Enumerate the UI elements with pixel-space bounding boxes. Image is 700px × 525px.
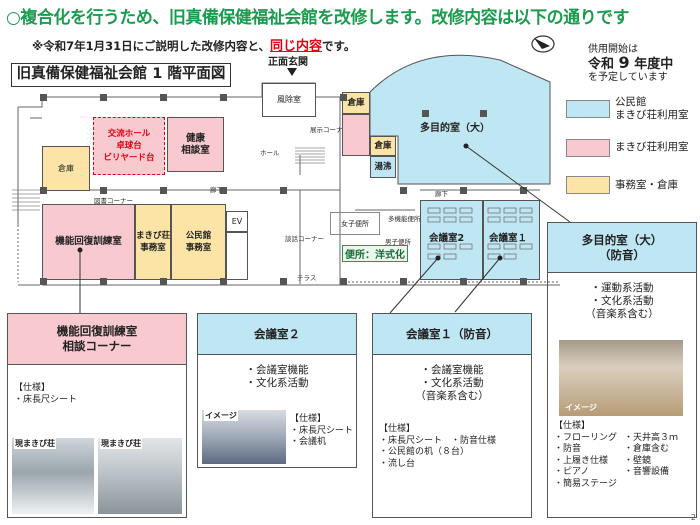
card-meeting1-title: 会議室１（防音）: [373, 314, 531, 355]
pillar: [520, 187, 527, 194]
compass-icon: [531, 35, 555, 53]
card-meeting1-spec: 【仕様】 ・床長尺シート ・防音仕様 ・公民館の机（８台） ・流し台: [379, 424, 497, 469]
card-meeting2-title: 会議室２: [198, 314, 356, 355]
start-info: 供用開始は 令和 9 年度中 を予定しています: [588, 44, 674, 83]
entrance-arrow-icon: [287, 68, 297, 76]
room-talk-corner: 談話コーナー: [285, 235, 324, 243]
room-makibi-office: まきび荘 事務室: [135, 204, 171, 280]
pillar: [40, 187, 47, 194]
room-stair-core: [226, 232, 248, 280]
pillar: [280, 187, 287, 194]
room-exchange-hall: 交流ホール 卓球台 ビリヤード台: [93, 117, 165, 175]
room-hall: ホール: [260, 149, 280, 157]
pillar: [220, 278, 227, 285]
card-multi-hall-title: 多目的室（大） （防音）: [548, 223, 696, 273]
photo-multi-hall-image: イメージ: [559, 340, 683, 416]
corridor-label-left: 廊下: [210, 186, 223, 194]
multi-hall-shape: [370, 54, 551, 185]
room-kettle: 湯沸: [370, 156, 396, 178]
pillar: [460, 187, 467, 194]
pillar: [400, 278, 407, 285]
pillar: [100, 94, 107, 101]
card-training-spec: 【仕様】 ・床長尺シート: [14, 383, 78, 405]
pillar: [100, 278, 107, 285]
same-content-highlight: 同じ内容: [270, 39, 323, 54]
card-meeting1-body: ・会議室機能 ・文化系活動 （音楽系含む）: [415, 364, 489, 402]
pillar: [400, 187, 407, 194]
pillar: [520, 278, 527, 285]
room-library-corner: 図書コーナー: [94, 197, 133, 205]
card-meeting2-body: ・会議室機能 ・文化系活動: [245, 364, 309, 389]
room-wind-break: 風除室: [262, 83, 316, 117]
room-terrace: テラス: [297, 274, 317, 282]
card-training-room: 機能回復訓練室 相談コーナー 【仕様】 ・床長尺シート 現まきび荘 現まきび荘: [7, 313, 187, 518]
floor-plan-title: 旧真備保健福祉会館 1 階平面図: [11, 63, 231, 87]
legend-label-office: 事務室・倉庫: [615, 179, 678, 191]
toilet-western-style-note: 便所：洋式化: [342, 245, 408, 262]
room-training: 機能回復訓練室: [42, 204, 135, 280]
room-exhibit-corner: 展示コーナー: [310, 126, 349, 134]
card-multi-hall-spec-left: 【仕様】 ・フローリング ・防音 ・上履き仕様 ・ピアノ ・簡易ステージ: [554, 421, 618, 489]
room-kominkan-office: 公民館 事務室: [171, 204, 226, 280]
page-number: 2: [690, 513, 696, 522]
room-storage-b: 倉庫: [370, 136, 396, 156]
desk-layout: [427, 207, 533, 260]
photo-current-makibi-1: 現まきび荘: [12, 438, 94, 514]
card-multi-hall-body: ・運動系活動 ・文化系活動 （音楽系含む）: [585, 282, 659, 320]
legend-swatch-community: [566, 100, 610, 118]
page-subtitle: ※令和7年1月31日にご説明した改修内容と、同じ内容です。: [32, 39, 356, 54]
pillar: [220, 187, 227, 194]
room-multi-hall: 多目的室（大）: [420, 123, 490, 134]
card-meeting-room-1: 会議室１（防音） ・会議室機能 ・文化系活動 （音楽系含む） 【仕様】 ・床長尺…: [372, 313, 532, 518]
pillar: [40, 94, 47, 101]
room-multi-wc: 多機能便所: [388, 215, 421, 223]
legend-swatch-makibi: [566, 139, 610, 157]
pillar: [422, 110, 429, 117]
pillar: [220, 94, 227, 101]
pillar: [460, 278, 467, 285]
corridor-label-right: 廊下: [435, 190, 448, 198]
page-title: ○複合化を行うため、旧真備保健福祉会館を改修します。改修内容は以下の通りです: [6, 8, 630, 28]
room-men-wc: 男子便所: [385, 238, 411, 246]
pillar: [160, 278, 167, 285]
pillar: [280, 278, 287, 285]
card-multi-purpose-hall: 多目的室（大） （防音） ・運動系活動 ・文化系活動 （音楽系含む） イメージ …: [547, 222, 697, 518]
pillar: [160, 94, 167, 101]
meeting-1-label: 会議室１: [489, 233, 528, 244]
photo-current-makibi-2: 現まきび荘: [98, 438, 182, 514]
room-elevator: EV: [226, 211, 248, 232]
pillar: [160, 187, 167, 194]
pillar: [40, 278, 47, 285]
meeting-2-label: 会議室2: [429, 233, 465, 244]
room-women-wc: 女子便所: [330, 212, 380, 235]
room-storage-left: 倉庫: [42, 146, 90, 191]
legend-label-community: 公民館 まきび荘利用室: [615, 96, 689, 121]
card-meeting2-spec: 【仕様】 ・床長尺シート ・会議机: [290, 414, 354, 447]
card-training-title: 機能回復訓練室 相談コーナー: [8, 314, 186, 365]
pillar: [480, 110, 487, 117]
legend-label-makibi: まきび荘利用室: [615, 141, 689, 153]
room-health-consult: 健康 相談室: [167, 117, 224, 172]
pillar: [340, 278, 347, 285]
card-meeting-room-2: 会議室２ ・会議室機能 ・文化系活動 イメージ 【仕様】 ・床長尺シート ・会議…: [197, 313, 357, 468]
main-entrance-label: 正面玄関: [268, 57, 308, 68]
card-multi-hall-spec-right: ・天井高３ｍ ・倉庫含む ・壁鏡 ・音響設備: [624, 432, 679, 478]
room-pink-small: [342, 114, 370, 156]
photo-meeting2-image: イメージ: [202, 410, 286, 464]
pillar: [100, 187, 107, 194]
legend-swatch-office: [566, 176, 610, 194]
pillar: [340, 94, 347, 101]
